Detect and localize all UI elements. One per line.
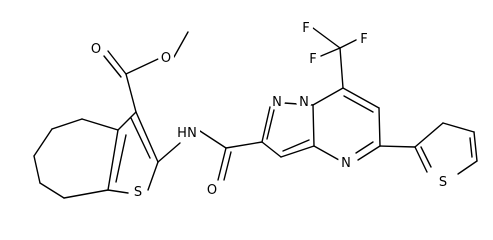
svg-text:S: S [439, 175, 447, 190]
svg-text:F: F [360, 32, 367, 47]
svg-text:O: O [91, 42, 101, 57]
molecule-structure-diagram: O O S H N O N N N [33, 20, 478, 200]
ester-ether-oxygen: O [158, 49, 174, 66]
svg-text:N: N [299, 95, 309, 110]
fluorine-right: F [357, 31, 371, 47]
atom-labels: O O S H N O N N N [88, 20, 452, 200]
bond-lines [33, 27, 478, 199]
pyrazole-nitrogen-2: N [296, 93, 312, 110]
amide-nitrogen: H N [176, 123, 200, 141]
svg-text:F: F [302, 21, 309, 36]
svg-text:F: F [309, 52, 316, 67]
pyrimidine-nitrogen: N [338, 154, 354, 171]
thiophene-sulfur: S [434, 172, 452, 190]
molecule-structure-canvas: O O S H N O N N N [33, 20, 478, 200]
svg-text:S: S [134, 185, 142, 200]
ester-carbonyl-oxygen: O [88, 40, 104, 57]
svg-text:O: O [207, 183, 217, 198]
fluorine-top: F [299, 20, 313, 36]
fluorine-left: F [306, 51, 320, 67]
cyclohepta-thiophene-sulfur: S [129, 182, 147, 200]
pyrazole-nitrogen-1: N [269, 93, 285, 110]
svg-text:N: N [272, 95, 282, 110]
svg-text:N: N [187, 126, 197, 141]
svg-text:H: H [177, 126, 187, 141]
amide-carbonyl-oxygen: O [204, 181, 220, 198]
svg-text:N: N [341, 156, 351, 171]
svg-text:O: O [161, 51, 171, 66]
